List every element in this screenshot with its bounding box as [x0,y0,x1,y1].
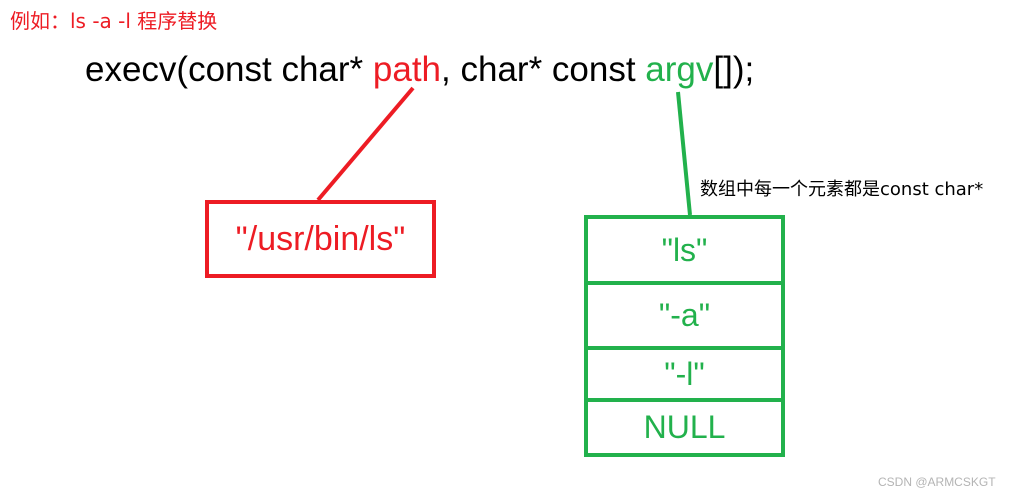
signature-suffix: []); [713,50,755,89]
path-value-box: "/usr/bin/ls" [205,200,436,278]
path-value: "/usr/bin/ls" [235,219,406,258]
argv-element: "ls" [588,219,781,285]
argv-note: 数组中每一个元素都是const char* [700,179,984,200]
argv-element-terminator: NULL [588,402,781,453]
signature-prefix: execv(const char* [85,50,373,89]
diagram-title: 例如：ls -a -l 程序替换 [10,9,218,33]
argv-array-stack: "ls" "-a" "-l" NULL [584,215,785,457]
argv-element-value: "-a" [658,297,711,333]
argv-connector-line [676,91,692,216]
argv-param: argv [645,50,714,89]
argv-element: "-a" [588,285,781,350]
signature-middle: , char* const [441,50,646,89]
watermark: CSDN @ARMCSKGT [878,475,996,489]
argv-element-value: "ls" [661,231,708,268]
path-connector-line [316,86,415,202]
argv-element-value: "-l" [664,355,705,392]
execv-signature: execv(const char* path, char* const argv… [85,50,754,90]
argv-element: "-l" [588,350,781,402]
path-param: path [372,50,442,89]
argv-element-value: NULL [643,409,726,445]
